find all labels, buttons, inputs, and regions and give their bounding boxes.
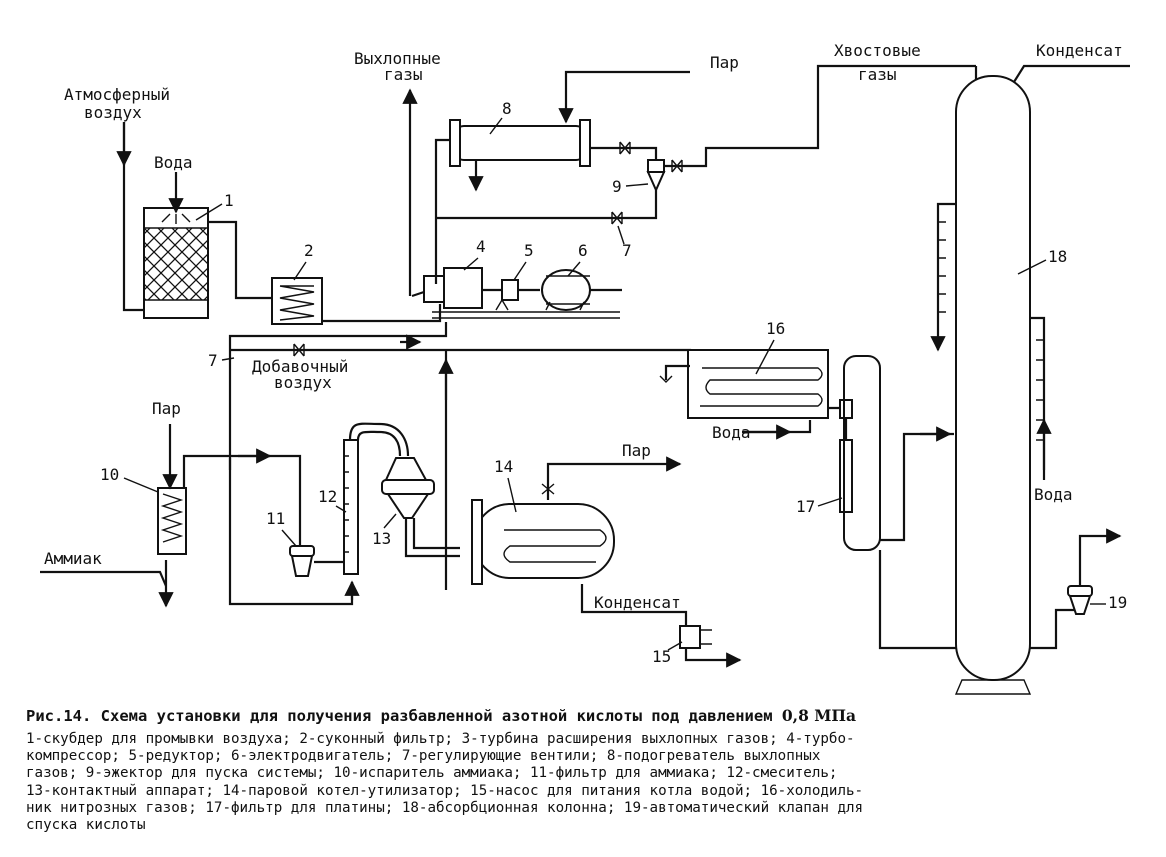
number-15: 15 — [652, 647, 671, 666]
figure-caption: Рис.14. Схема установки для получения ра… — [26, 706, 1146, 834]
caption-title-text: Рис.14. Схема установки для получения ра… — [26, 707, 773, 725]
label-exhaust-gases-2: газы — [384, 65, 423, 84]
number-7-top: 7 — [622, 241, 632, 260]
waste-heat-boiler-14 — [471, 499, 615, 585]
boiler-feed-pump-15 — [679, 625, 712, 649]
number-19: 19 — [1108, 593, 1127, 612]
cloth-filter-2 — [271, 277, 323, 325]
label-condensate-column: Конденсат — [1036, 41, 1123, 60]
process-flow-diagram: Атмосферный воздух Вода Выхлопные газы П… — [40, 41, 1130, 695]
label-water-cooler: Вода — [712, 423, 751, 442]
ammonia-evaporator-10 — [157, 487, 187, 555]
scrubber-1 — [143, 207, 209, 319]
acid-release-valve-19 — [1067, 585, 1093, 615]
caption-title-value: 0,8 МПа — [781, 706, 857, 725]
label-atmospheric-air-2: воздух — [84, 103, 142, 122]
number-7-left: 7 — [208, 351, 218, 370]
label-exhaust-gases: Выхлопные — [354, 49, 441, 68]
nitrous-gas-cooler-16 — [687, 349, 829, 419]
mixer-12 — [343, 439, 359, 575]
label-tail-gases-2: газы — [858, 65, 897, 84]
number-16: 16 — [766, 319, 785, 338]
label-condensate-boiler: Конденсат — [594, 593, 681, 612]
number-8: 8 — [502, 99, 512, 118]
number-9: 9 — [612, 177, 622, 196]
air-inlet-line — [122, 122, 144, 312]
number-18: 18 — [1048, 247, 1067, 266]
label-water-column: Вода — [1034, 485, 1073, 504]
number-17: 17 — [796, 497, 815, 516]
contact-apparatus-13 — [381, 457, 435, 519]
label-water-scrubber: Вода — [154, 153, 193, 172]
number-10: 10 — [100, 465, 119, 484]
number-5: 5 — [524, 241, 534, 260]
turbo-compressor-set — [411, 267, 622, 319]
caption-title: Рис.14. Схема установки для получения ра… — [26, 706, 1146, 725]
number-14: 14 — [494, 457, 513, 476]
exhaust-gas-heater-8 — [449, 119, 591, 167]
number-4: 4 — [476, 237, 486, 256]
label-additional-air-2: воздух — [274, 373, 332, 392]
absorption-column-18 — [954, 75, 1032, 695]
number-1: 1 — [224, 191, 234, 210]
label-ammonia: Аммиак — [44, 549, 102, 568]
label-tail-gases: Хвостовые — [834, 41, 921, 60]
equipment-numbers: 1 2 4 5 6 7 7 8 9 10 11 12 13 14 15 16 1… — [100, 99, 1127, 666]
ejector-9 — [646, 159, 666, 193]
platinum-filter-17 — [839, 355, 881, 551]
number-11: 11 — [266, 509, 285, 528]
number-6: 6 — [578, 241, 588, 260]
number-2: 2 — [304, 241, 314, 260]
label-additional-air: Добавочный — [252, 357, 348, 376]
ammonia-filter-11 — [289, 545, 315, 577]
label-atmospheric-air: Атмосферный — [64, 85, 170, 104]
diagram-labels: Атмосферный воздух Вода Выхлопные газы П… — [44, 41, 1123, 612]
caption-legend: 1-скубдер для промывки воздуха; 2-суконн… — [26, 731, 864, 834]
label-steam-evaporator: Пар — [152, 399, 181, 418]
label-steam-heater: Пар — [710, 53, 739, 72]
number-13: 13 — [372, 529, 391, 548]
number-12: 12 — [318, 487, 337, 506]
label-steam-boiler: Пар — [622, 441, 651, 460]
